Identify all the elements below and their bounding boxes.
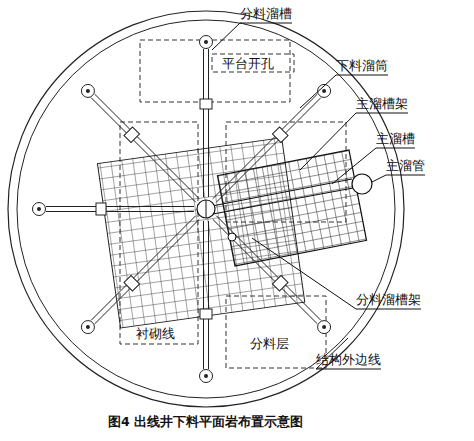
chute-sleeve xyxy=(272,275,288,291)
chute-line xyxy=(216,216,321,321)
chute-sleeve xyxy=(96,203,106,215)
drop-tube xyxy=(33,203,46,216)
chute-line xyxy=(203,49,204,197)
chute-line xyxy=(46,206,194,207)
chute-sleeve xyxy=(200,99,212,109)
drop-tube-core xyxy=(322,325,326,329)
main-chute-grid xyxy=(217,150,366,266)
chute-line xyxy=(208,221,209,369)
chute-line xyxy=(216,98,321,203)
chute-sleeve xyxy=(272,127,288,143)
chute-line xyxy=(203,221,204,369)
part-label: 衬砌线 xyxy=(136,326,175,341)
drop-tube xyxy=(200,36,213,49)
drop-tube-core xyxy=(86,89,90,93)
lining-circle xyxy=(17,20,395,398)
drop-tube-core xyxy=(86,325,90,329)
leader-line xyxy=(316,338,381,369)
chute-sleeve xyxy=(124,275,140,291)
part-label: 平台开孔 xyxy=(222,56,274,71)
drop-tube-core xyxy=(322,89,326,93)
part-label: 分料溜槽 xyxy=(240,6,292,21)
chute-line xyxy=(95,94,200,199)
part-label: 主溜槽架 xyxy=(356,96,408,111)
chute-line xyxy=(208,49,209,197)
drop-tube-core xyxy=(37,207,41,211)
structure-outline xyxy=(8,11,404,407)
leader-line xyxy=(372,175,425,182)
drop-tube xyxy=(318,321,331,334)
drop-tube xyxy=(81,321,94,334)
main-chute xyxy=(212,174,372,214)
part-label: 结构外边线 xyxy=(316,352,381,367)
drop-tube xyxy=(200,370,213,383)
chute-sleeve xyxy=(200,309,212,319)
drop-tube xyxy=(81,84,94,97)
leader-line xyxy=(252,238,421,309)
chute-line xyxy=(95,219,200,324)
chute-line xyxy=(91,98,196,203)
drop-tube-core xyxy=(204,374,208,378)
part-label: 主溜管 xyxy=(386,158,425,173)
chute-sleeve xyxy=(124,127,140,143)
leader-line xyxy=(212,23,292,50)
center-hub xyxy=(197,200,236,241)
drop-tube-core xyxy=(204,40,208,44)
part-label: 主溜槽 xyxy=(376,131,415,146)
chute-line xyxy=(213,94,318,199)
distribution-chutes xyxy=(33,36,331,383)
part-label: 分料层 xyxy=(250,336,289,351)
figure-caption: 图4 出线井下料平面岩布置示意图 xyxy=(108,414,303,429)
chute-line xyxy=(91,216,196,321)
chute-line xyxy=(46,211,194,212)
part-label: 下料溜筒 xyxy=(336,58,388,73)
part-label: 分料溜槽架 xyxy=(356,292,421,307)
